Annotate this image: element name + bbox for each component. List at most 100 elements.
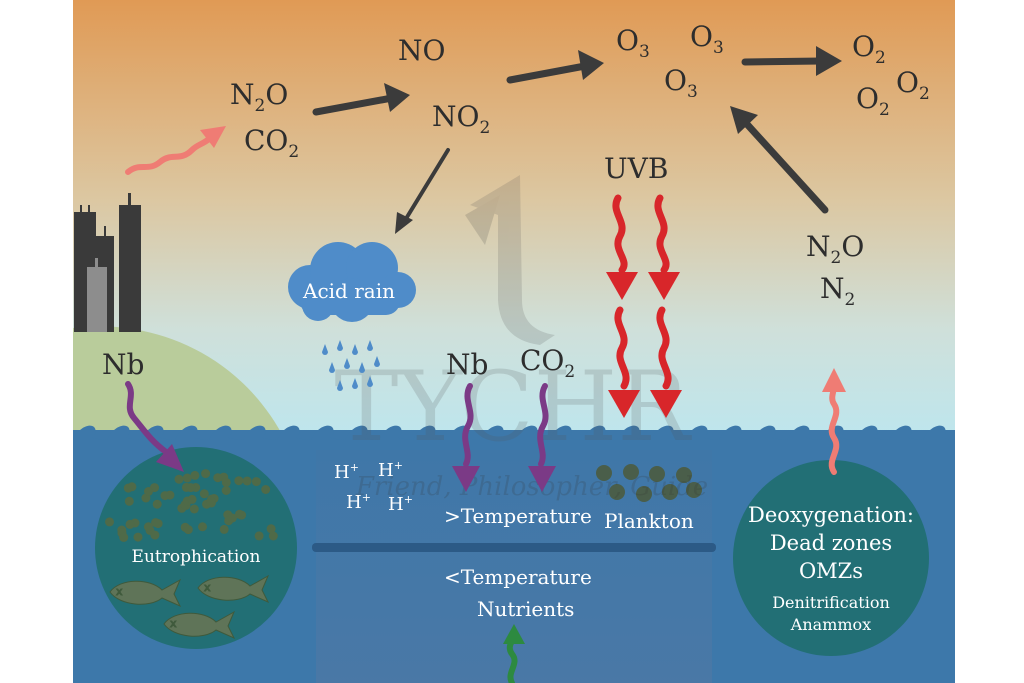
svg-text:TYCHR: TYCHR bbox=[334, 351, 692, 463]
label-o3-a: O3 bbox=[616, 24, 650, 62]
particle-dot bbox=[183, 525, 193, 535]
particle-dot bbox=[174, 474, 184, 484]
label-o2-a: O2 bbox=[852, 30, 886, 68]
particle-dot bbox=[186, 483, 196, 493]
label-o2-c: O2 bbox=[856, 82, 890, 120]
arrow-n2o-to-o3 bbox=[741, 118, 829, 214]
particle-dot bbox=[206, 498, 216, 508]
fish-icon: x bbox=[163, 610, 236, 640]
label-h-ion: H+ bbox=[388, 493, 413, 515]
land-hill bbox=[73, 326, 285, 440]
label-uvb: UVB bbox=[604, 152, 668, 185]
label-denitrification: Denitrification bbox=[772, 593, 890, 612]
particle-dot bbox=[127, 482, 137, 492]
label-o3-b: O3 bbox=[690, 20, 724, 58]
particle-dot bbox=[221, 486, 231, 495]
particle-dot bbox=[182, 473, 192, 483]
deoxygenation-circle bbox=[733, 460, 929, 656]
ocean-waves bbox=[73, 425, 955, 460]
dark-arrows bbox=[312, 57, 829, 214]
particle-dot bbox=[190, 470, 200, 480]
particle-dot bbox=[143, 522, 153, 532]
nutrients-up-arrow bbox=[503, 624, 525, 683]
label-n2o-left: N2O bbox=[230, 78, 288, 116]
dark-arrowheads bbox=[384, 46, 842, 134]
particle-dot bbox=[152, 499, 162, 509]
thermocline-line bbox=[312, 543, 716, 552]
svg-text:x: x bbox=[204, 581, 211, 594]
label-eutrophication: Eutrophication bbox=[132, 547, 261, 567]
rain-drops bbox=[322, 340, 380, 391]
label-no: NO bbox=[398, 34, 445, 67]
arrow-no2-to-o3 bbox=[506, 62, 589, 84]
label-h-ion: H+ bbox=[346, 491, 371, 513]
particle-dot bbox=[105, 517, 114, 527]
particle-dot bbox=[254, 531, 264, 541]
label-nutrients: Nutrients bbox=[477, 597, 574, 621]
uvb-arrowheads bbox=[606, 272, 682, 418]
svg-text:x: x bbox=[116, 585, 123, 598]
label-acid-rain: Acid rain bbox=[302, 279, 395, 303]
particle-dot bbox=[198, 522, 207, 532]
particle-dot bbox=[119, 532, 129, 542]
particle-dot bbox=[199, 489, 209, 499]
particle-dot bbox=[144, 487, 153, 496]
label-plankton: Plankton bbox=[604, 509, 694, 533]
label-temperature-low: <Temperature bbox=[444, 565, 592, 589]
label-n2o-right: N2O bbox=[806, 230, 864, 268]
city-skyline bbox=[74, 193, 141, 332]
particle-dot bbox=[124, 496, 134, 506]
particle-dot bbox=[234, 476, 244, 486]
particle-dot bbox=[187, 494, 197, 504]
fish-icon: x bbox=[109, 578, 182, 608]
watermark: TYCHR Friend, Philosopher, Guide bbox=[334, 175, 708, 502]
particle-dot bbox=[235, 509, 244, 519]
uvb-arrows bbox=[612, 194, 672, 390]
purple-arrowheads bbox=[156, 444, 556, 492]
particle-dot bbox=[268, 531, 278, 541]
plankton-dots bbox=[596, 464, 702, 502]
particle-dot bbox=[227, 513, 237, 523]
eutrophication-particles bbox=[105, 469, 278, 542]
label-omzs: OMZs bbox=[799, 559, 863, 583]
particle-dot bbox=[125, 519, 135, 529]
arrow-no2-to-acid-rain bbox=[395, 148, 450, 234]
emissions-arrow bbox=[125, 126, 226, 175]
label-deoxygenation: Deoxygenation: bbox=[748, 503, 914, 527]
label-co2-atmosphere: CO2 bbox=[244, 124, 299, 162]
watermark-logo-icon bbox=[470, 175, 555, 345]
svg-text:x: x bbox=[170, 617, 177, 630]
particle-dot bbox=[242, 476, 252, 486]
label-dead-zones: Dead zones bbox=[770, 531, 892, 555]
arrow-n2o-to-no2 bbox=[312, 94, 396, 116]
svg-text:Friend, Philosopher, Guide: Friend, Philosopher, Guide bbox=[355, 472, 708, 502]
label-nb-ocean: Nb bbox=[446, 348, 488, 381]
particle-dot bbox=[160, 491, 170, 501]
label-no2: NO2 bbox=[432, 100, 490, 138]
label-h-ion: H+ bbox=[334, 461, 359, 483]
particle-dot bbox=[150, 530, 160, 540]
particle-dot bbox=[151, 518, 161, 528]
label-o3-c: O3 bbox=[664, 64, 698, 102]
label-h-ion: H+ bbox=[378, 459, 403, 481]
label-co2-ocean: CO2 bbox=[520, 344, 575, 382]
label-nb-land: Nb bbox=[102, 348, 144, 381]
fish-group: x x x bbox=[109, 574, 270, 640]
label-o2-b: O2 bbox=[896, 66, 930, 104]
particle-dot bbox=[213, 473, 223, 483]
particle-dot bbox=[133, 532, 143, 542]
label-anammox: Anammox bbox=[790, 615, 871, 634]
label-temperature-high: >Temperature bbox=[444, 504, 592, 528]
particle-dot bbox=[221, 477, 231, 487]
particle-dot bbox=[266, 524, 276, 534]
particle-dot bbox=[251, 477, 261, 487]
particle-dot bbox=[201, 469, 211, 479]
particle-dot bbox=[261, 485, 271, 494]
fish-icon: x bbox=[197, 574, 270, 604]
arrow-o3-to-o2 bbox=[741, 57, 826, 66]
particle-dot bbox=[219, 524, 229, 534]
deoxygenation-up-arrow bbox=[822, 368, 846, 475]
purple-arrows bbox=[125, 381, 549, 467]
label-n2-right: N2 bbox=[820, 272, 855, 310]
